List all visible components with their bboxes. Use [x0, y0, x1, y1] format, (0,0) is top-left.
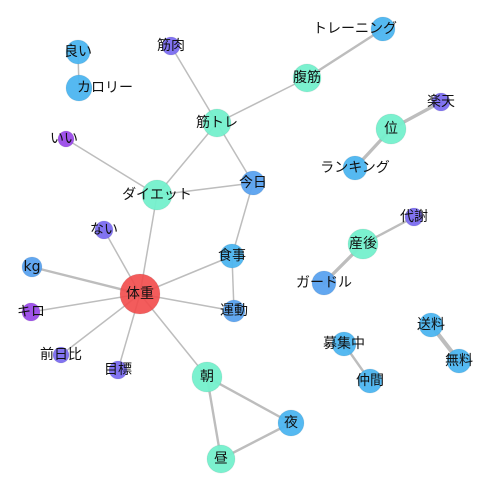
- node-label-rakuten: 楽天: [427, 94, 455, 110]
- node-label-yoru: 夜: [284, 415, 298, 431]
- node-kinniku[interactable]: [161, 36, 181, 56]
- node-kyou[interactable]: [240, 170, 266, 196]
- node-label-kintore: 筋トレ: [196, 114, 238, 131]
- node-label-sango: 産後: [349, 236, 377, 252]
- node-label-taiju: 体重: [126, 286, 154, 302]
- node-taiju[interactable]: [119, 273, 161, 315]
- node-yoru[interactable]: [277, 409, 305, 437]
- node-label-ii: いい: [50, 131, 78, 147]
- node-label-kiro: キロ: [17, 304, 45, 320]
- node-label-kyou: 今日: [239, 175, 267, 191]
- node-label-boshu: 募集中: [323, 335, 365, 352]
- node-nai[interactable]: [94, 220, 114, 240]
- node-label-asa: 朝: [200, 369, 214, 385]
- node-label-shokuji: 食事: [218, 247, 246, 264]
- edge-kintore-fukkin: [216, 77, 308, 124]
- edge-diet-ii: [65, 138, 158, 196]
- node-kintore[interactable]: [202, 108, 232, 138]
- node-asa[interactable]: [191, 361, 223, 393]
- node-calorie[interactable]: [65, 74, 93, 102]
- node-label-diet: ダイエット: [122, 187, 192, 203]
- node-label-nakama: 仲間: [356, 373, 384, 389]
- node-label-soryo: 送料: [417, 317, 445, 333]
- node-label-undou: 運動: [220, 303, 248, 319]
- node-label-taisha: 代謝: [400, 209, 428, 225]
- node-kg[interactable]: [21, 256, 43, 278]
- edge-kyou-shokuji: [231, 182, 254, 257]
- node-label-training: トレーニング: [313, 21, 397, 37]
- node-ii[interactable]: [57, 130, 75, 148]
- node-muryo[interactable]: [446, 348, 472, 374]
- node-label-mokuhyo: 目標: [104, 362, 132, 378]
- node-undou[interactable]: [222, 299, 246, 323]
- node-hiru[interactable]: [206, 444, 236, 474]
- node-label-girdle: ガードル: [296, 275, 352, 291]
- edge-diet-kyou: [156, 182, 254, 196]
- edge-diet-kintore: [156, 122, 218, 196]
- node-nakama[interactable]: [357, 368, 383, 394]
- node-label-kinniku: 筋肉: [157, 37, 185, 54]
- node-label-muryo: 無料: [445, 353, 473, 369]
- node-label-hiru: 昼: [214, 451, 228, 467]
- node-mokuhyo[interactable]: [108, 360, 128, 380]
- node-soryo[interactable]: [418, 312, 444, 338]
- edge-kintore-kinniku: [170, 45, 218, 124]
- node-label-calorie: カロリー: [77, 80, 133, 96]
- node-label-i: 位: [384, 121, 398, 137]
- node-rakuten[interactable]: [431, 92, 451, 112]
- node-zenjitsu[interactable]: [52, 346, 70, 364]
- node-yoi[interactable]: [65, 39, 91, 65]
- node-diet[interactable]: [141, 179, 173, 211]
- node-taisha[interactable]: [404, 207, 424, 227]
- node-boshu[interactable]: [331, 331, 357, 357]
- node-label-kg: kg: [24, 259, 41, 275]
- node-training[interactable]: [370, 16, 396, 42]
- node-i[interactable]: [375, 113, 407, 145]
- edge-asa-yoru: [205, 375, 293, 425]
- edge-fukkin-training: [305, 27, 385, 80]
- node-label-yoi: 良い: [64, 44, 92, 60]
- node-sango[interactable]: [347, 228, 379, 260]
- node-label-nai: ない: [90, 222, 118, 238]
- node-fukkin[interactable]: [292, 63, 322, 93]
- node-ranking[interactable]: [342, 155, 368, 181]
- node-label-fukkin: 腹筋: [293, 69, 321, 86]
- node-label-ranking: ランキング: [320, 160, 390, 176]
- node-kiro[interactable]: [21, 302, 41, 322]
- node-shokuji[interactable]: [219, 243, 245, 269]
- node-label-zenjitsu: 前日比: [40, 346, 82, 363]
- node-layer: [21, 16, 472, 474]
- node-girdle[interactable]: [311, 270, 337, 296]
